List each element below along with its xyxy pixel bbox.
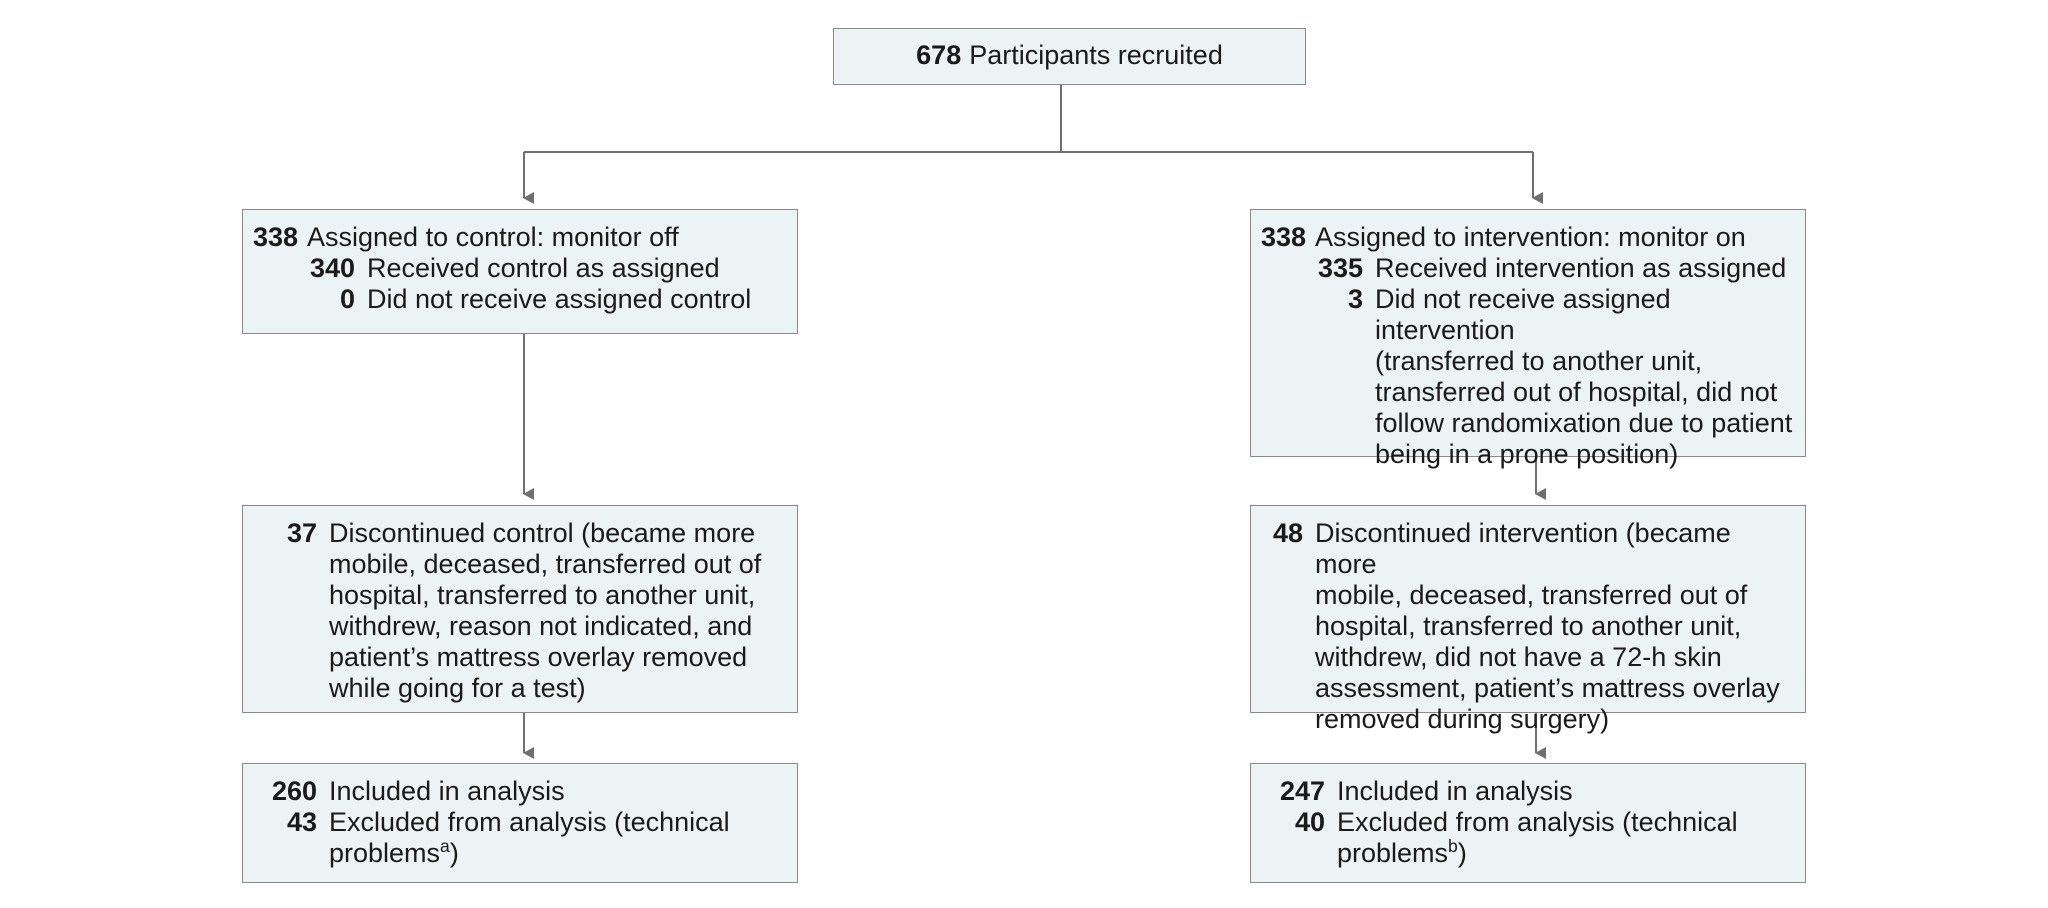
intervention-analysis-box: 247 Included in analysis 40 Excluded fro… (1250, 763, 1806, 883)
text-line: withdrew, did not have a 72-h skin (1315, 642, 1722, 672)
text-line: hospital, transferred to another unit, (329, 580, 756, 610)
intervention-included-count: 247 (1279, 776, 1325, 806)
control-received-count: 340 (309, 253, 355, 283)
control-assigned-box: 338 Assigned to control: monitor off 340… (242, 209, 798, 334)
control-assigned-label: Assigned to control: monitor off (307, 222, 679, 252)
text-fragment: problems (1337, 838, 1449, 868)
control-assigned-count: 338 (253, 222, 299, 252)
text-line: problemsa) (329, 836, 787, 869)
intervention-assigned-count: 338 (1261, 222, 1307, 252)
control-discontinued-count: 37 (286, 518, 317, 548)
control-included-label: Included in analysis (329, 776, 565, 806)
text-line: being in a prone position) (1375, 439, 1679, 469)
text-line: transferred out of hospital, did not (1375, 377, 1778, 407)
text-line: Excluded from analysis (technical (329, 807, 730, 837)
intervention-discontinued-box: 48 Discontinued intervention (became mor… (1250, 505, 1806, 734)
text-line: (transferred to another unit, (1375, 346, 1703, 376)
control-included-count: 260 (271, 776, 317, 806)
footnote-marker: b (1448, 836, 1458, 856)
control-received-label: Received control as assigned (367, 253, 720, 283)
recruited-label: Participants recruited (969, 40, 1223, 70)
intervention-discontinued-count: 48 (1272, 518, 1303, 548)
footnote-marker: a (440, 836, 450, 856)
intervention-received-label: Received intervention as assigned (1375, 253, 1787, 283)
intervention-not-received-count: 3 (1347, 284, 1363, 314)
intervention-included-label: Included in analysis (1337, 776, 1573, 806)
control-discontinued-box: 37 Discontinued control (became more mob… (242, 505, 798, 713)
control-not-received-count: 0 (339, 284, 355, 314)
text-line: follow randomixation due to patient (1375, 408, 1793, 438)
control-excluded-count: 43 (286, 807, 317, 837)
text-line: problemsb) (1337, 836, 1795, 869)
intervention-discontinued-text: Discontinued intervention (became more m… (1315, 518, 1795, 735)
text-line: Discontinued intervention (became more (1315, 518, 1731, 579)
text-line: Discontinued control (became more (329, 518, 756, 548)
text-line: hospital, transferred to another unit, (1315, 611, 1742, 641)
intervention-excluded-text: Excluded from analysis (technical proble… (1337, 807, 1795, 869)
text-line: mobile, deceased, transferred out of (1315, 580, 1748, 610)
control-analysis-box: 260 Included in analysis 43 Excluded fro… (242, 763, 798, 883)
control-discontinued-text: Discontinued control (became more mobile… (329, 518, 787, 704)
text-line: Did not receive assigned intervention (1375, 284, 1671, 345)
text-line: withdrew, reason not indicated, and (329, 611, 753, 641)
intervention-assigned-box: 338 Assigned to intervention: monitor on… (1250, 209, 1806, 469)
split-connector (524, 85, 1533, 153)
text-line: mobile, deceased, transferred out of (329, 549, 762, 579)
text-fragment: ) (1457, 838, 1467, 868)
control-excluded-text: Excluded from analysis (technical proble… (329, 807, 787, 869)
control-not-received-label: Did not receive assigned control (367, 284, 752, 314)
text-line: Excluded from analysis (technical (1337, 807, 1738, 837)
text-fragment: ) (449, 838, 459, 868)
intervention-received-count: 335 (1317, 253, 1363, 283)
text-line: while going for a test) (329, 673, 586, 703)
text-line: assessment, patient’s mattress overlay (1315, 673, 1780, 703)
intervention-assigned-label: Assigned to intervention: monitor on (1315, 222, 1746, 252)
recruited-count: 678 (916, 40, 962, 70)
text-line: removed during surgery) (1315, 704, 1610, 734)
text-line: patient’s mattress overlay removed (329, 642, 748, 672)
intervention-excluded-count: 40 (1294, 807, 1325, 837)
text-fragment: problems (329, 838, 441, 868)
intervention-not-received-text: Did not receive assigned intervention (t… (1375, 284, 1795, 470)
